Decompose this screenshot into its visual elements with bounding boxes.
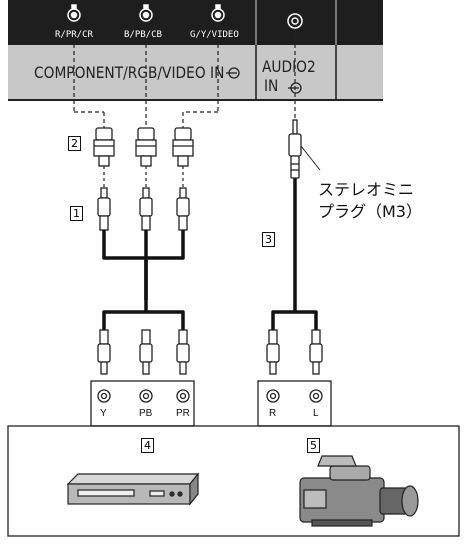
terminal-r — [67, 4, 81, 22]
callout-dvd: 4 — [141, 438, 154, 453]
video-cable — [102, 230, 185, 330]
jack-label-pb: PB — [139, 408, 153, 419]
label-b-pb-cb: B/PB/CB — [124, 30, 162, 40]
label-audio2-in: IN — [264, 76, 279, 95]
callout-camera: 5 — [307, 438, 320, 453]
label-r-pr-cr: R/PR/CR — [55, 30, 93, 40]
jack-label-pr: PR — [176, 408, 190, 419]
jack-label-r: R — [269, 408, 277, 419]
panel-label-band — [8, 45, 383, 100]
label-g-y-video: G/Y/VIDEO — [190, 30, 239, 40]
label-component-rgb-video-in: COMPONENT/RGB/VIDEO IN — [34, 63, 225, 82]
terminal-audio2 — [287, 13, 303, 29]
callout-rca-cable: 1 — [70, 206, 83, 221]
rca-plugs-lower — [97, 329, 190, 375]
video-jacks — [97, 389, 190, 403]
callout-adapter: 2 — [68, 136, 81, 151]
mini-plug-note-line2: プラグ（M3） — [318, 202, 422, 221]
panel-top-strip — [8, 0, 383, 45]
video-jack-panel — [90, 380, 195, 427]
callout-audio-cable: 3 — [262, 232, 275, 247]
dashed-lines — [73, 30, 296, 128]
input-jack-symbol — [226, 67, 240, 79]
jack-label-y: Y — [100, 408, 107, 419]
camcorder-icon — [299, 455, 419, 527]
dvd-player-icon — [66, 472, 200, 506]
mini-plug-note-line1: ステレオミニ — [318, 180, 415, 199]
audio-cable — [271, 178, 318, 330]
bnc-adapters — [93, 127, 194, 167]
audio-jacks — [266, 389, 323, 403]
audio-jack-symbol — [288, 82, 302, 94]
label-audio2: AUDIO2 — [262, 57, 316, 76]
terminal-b — [139, 4, 153, 22]
jack-label-l: L — [313, 408, 319, 419]
audio-rca-plugs — [266, 329, 323, 375]
audio-jack-panel — [257, 380, 332, 427]
rca-plugs-upper — [97, 187, 190, 231]
mini-plug — [288, 119, 302, 179]
mini-plug-leader — [300, 145, 321, 171]
terminal-g — [211, 4, 225, 22]
adapter-links — [103, 166, 184, 188]
